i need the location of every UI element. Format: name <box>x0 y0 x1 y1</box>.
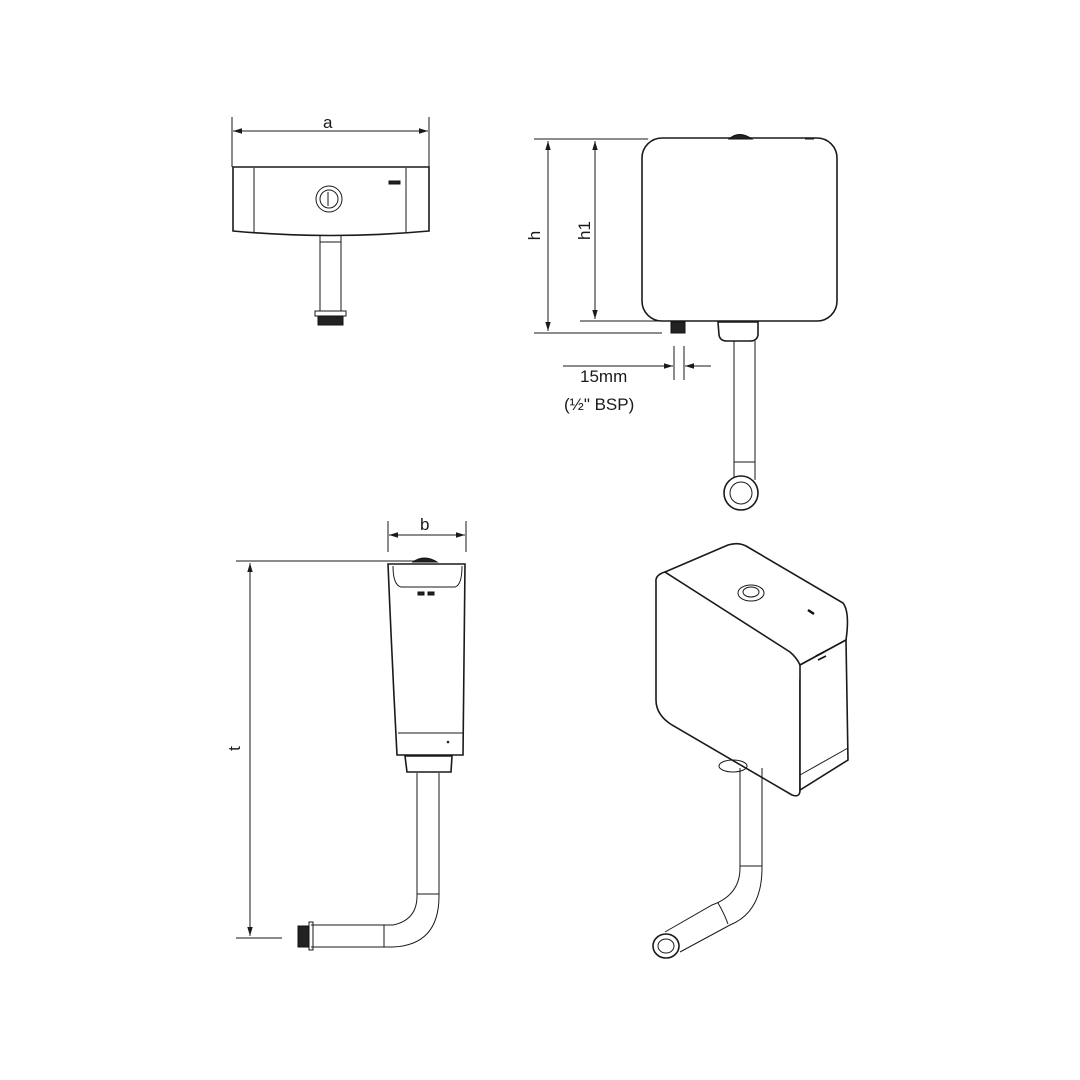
isometric-view <box>652 542 849 959</box>
dimension-h-label: h <box>525 230 545 241</box>
dimension-h1-label: h1 <box>574 221 594 240</box>
inlet-thread-label: (½" BSP) <box>564 395 635 414</box>
inlet-size-label: 15mm <box>580 367 628 386</box>
top-view <box>231 117 430 326</box>
side-view <box>236 521 467 951</box>
front-view <box>534 134 838 511</box>
dimension-b-label: b <box>420 515 430 534</box>
dimension-t-label: t <box>224 746 244 751</box>
dimension-a-label: a <box>323 113 333 132</box>
